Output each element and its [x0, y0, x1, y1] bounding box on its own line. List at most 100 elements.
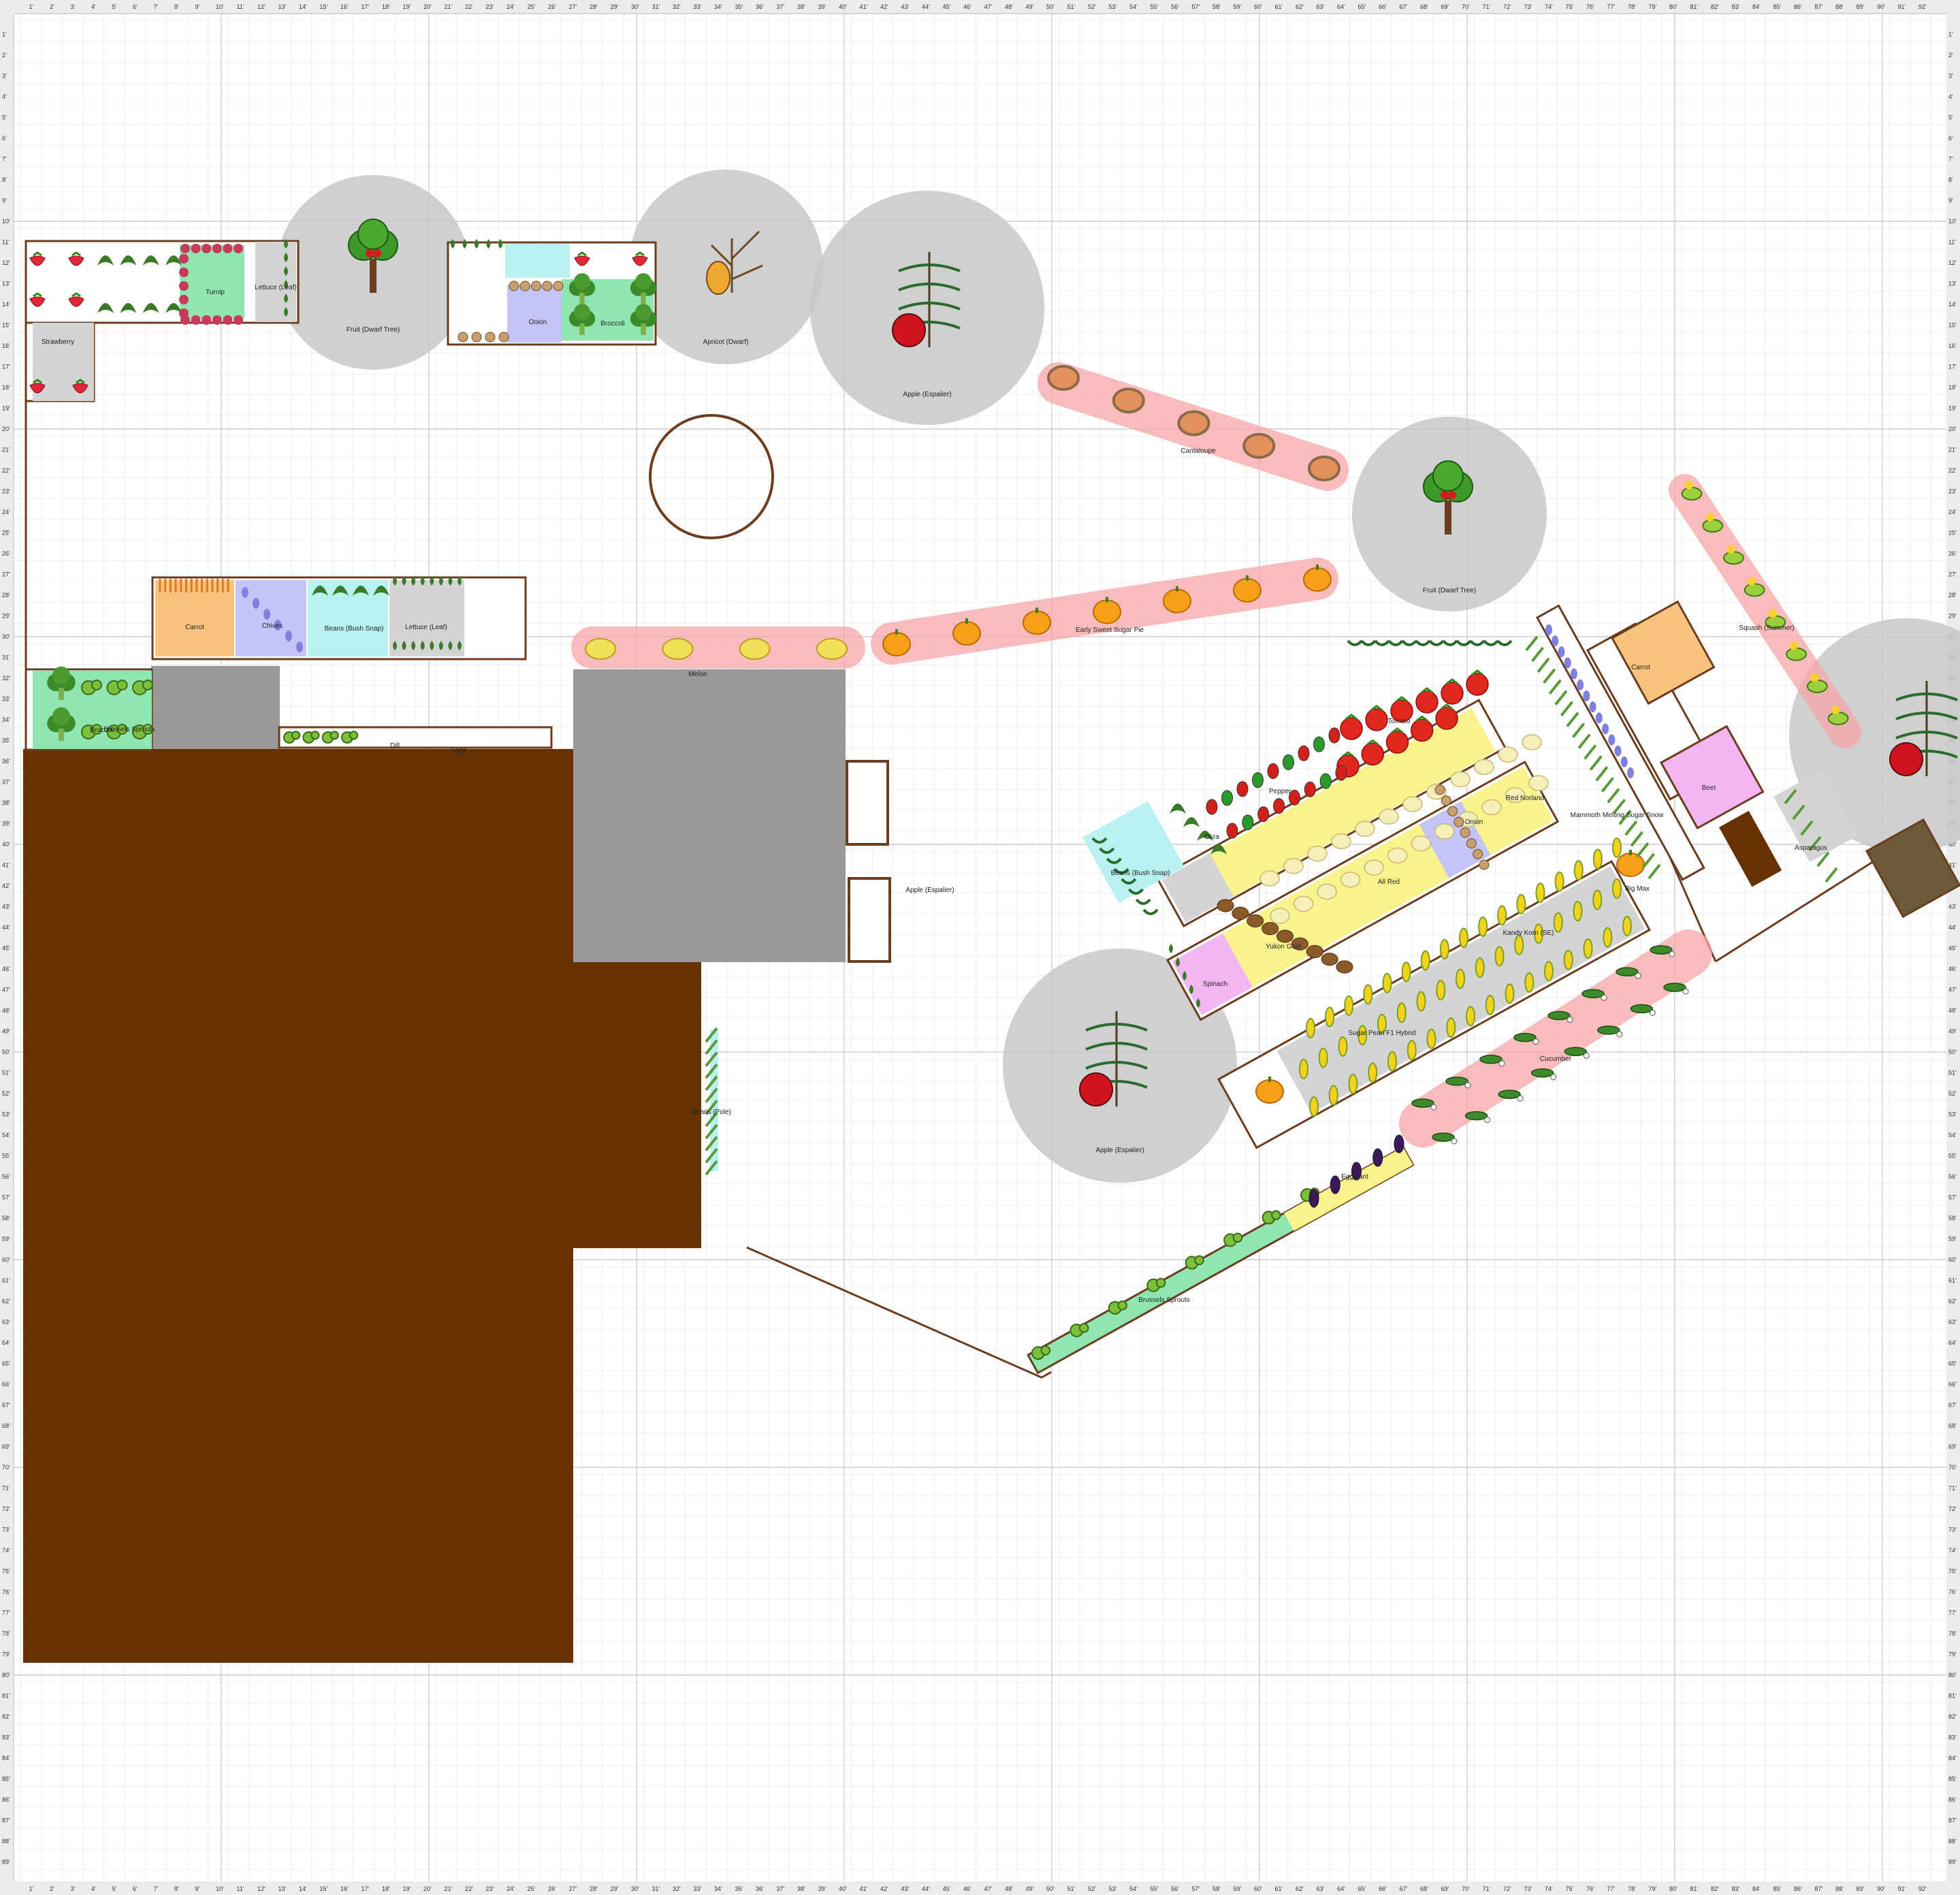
- plant-label: Mammoth Melting Sugar Snow: [1571, 812, 1665, 819]
- ruler-left-tick: 14': [2, 301, 10, 308]
- ruler-top-tick: 81': [1690, 3, 1699, 10]
- bed-carrot-se[interactable]: [1610, 600, 1716, 705]
- house-structure[interactable]: [23, 749, 701, 1663]
- apricot-tree-icon: [710, 230, 763, 293]
- pepper-icon: [1298, 745, 1310, 761]
- ruler-right-tick: 17': [1948, 364, 1957, 370]
- ruler-left-tick: 19': [2, 405, 10, 412]
- ruler-bottom-tick: 8': [174, 1885, 179, 1892]
- ruler-top-tick: 23': [486, 3, 494, 10]
- lettuce-icon: [411, 576, 416, 586]
- bed-beans-se[interactable]: [1082, 801, 1185, 904]
- ruler-top-tick: 39': [818, 3, 826, 10]
- broccoli-icon: [52, 666, 70, 684]
- bench-2[interactable]: [848, 877, 891, 963]
- tomato-icon: [1441, 682, 1464, 705]
- turnip-icon: [179, 281, 189, 291]
- ruler-left-tick: 83': [2, 1734, 10, 1741]
- pea-icon: [274, 620, 281, 631]
- tomato-calyx: [1345, 714, 1357, 720]
- ruler-left-tick: 3': [2, 73, 7, 80]
- paving-patio[interactable]: [573, 669, 846, 962]
- ruler-top-tick: 69': [1441, 3, 1449, 10]
- ruler-top-tick: 57': [1192, 3, 1200, 10]
- leaf-icon: [120, 255, 137, 266]
- bean-icon: [1469, 639, 1485, 646]
- ruler-top-tick: 76': [1586, 3, 1594, 10]
- ruler-top-tick: 80': [1669, 3, 1677, 10]
- ruler-top-tick: 20': [423, 3, 432, 10]
- ruler-bottom-tick: 6': [133, 1885, 138, 1892]
- asparagus-icon: [1543, 668, 1556, 684]
- round-planter[interactable]: [649, 414, 774, 539]
- fence-south[interactable]: [746, 1246, 1052, 1379]
- cherry-fruit: [366, 249, 374, 257]
- ruler-top-tick: 89': [1857, 3, 1865, 10]
- ruler-left-tick: 10': [2, 218, 10, 225]
- potato-icon: [1528, 775, 1549, 791]
- bed-peas-long[interactable]: [1535, 604, 1705, 881]
- ruler-left-tick: 87': [2, 1817, 10, 1824]
- ruler-bottom-tick: 38': [797, 1885, 805, 1892]
- squash-flower: [1747, 577, 1756, 586]
- bed-beet[interactable]: [1659, 724, 1765, 830]
- asparagus-icon: [1624, 820, 1638, 836]
- corn-icon: [1535, 882, 1545, 904]
- turnip-patch: [180, 245, 244, 319]
- tomato-icon: [1411, 718, 1434, 742]
- ruler-top-tick: 7': [154, 3, 159, 10]
- asparagus-icon: [705, 1087, 718, 1103]
- bed-herbs[interactable]: [278, 726, 553, 749]
- pepper-icon: [1267, 763, 1279, 779]
- eggplant-icon: [1372, 1148, 1383, 1167]
- onion-icon: [1434, 784, 1445, 795]
- bench-1[interactable]: [846, 760, 889, 846]
- corn-icon: [1299, 1059, 1308, 1079]
- ruler-top-tick: 11': [237, 3, 244, 10]
- ruler-bottom-tick: 7': [154, 1885, 159, 1892]
- potato-icon: [1474, 759, 1494, 776]
- ruler-bottom-tick: 50': [1046, 1885, 1055, 1892]
- ruler-top-tick: 73': [1524, 3, 1532, 10]
- pea-icon: [253, 598, 259, 609]
- turnip-icon: [179, 308, 189, 318]
- lettuce-icon: [1196, 998, 1200, 1008]
- plant-label: Onion: [1465, 818, 1483, 826]
- cucumber-flower: [1498, 1060, 1505, 1067]
- squash-flower: [1789, 641, 1798, 650]
- sprouts-icon: [142, 724, 153, 735]
- ruler-right-tick: 82': [1948, 1713, 1957, 1720]
- ruler-bottom-tick: 14': [299, 1885, 307, 1892]
- paving-slab-left[interactable]: [151, 666, 280, 749]
- ruler-left-tick: 27': [2, 571, 10, 578]
- ruler-right-tick: 40': [1948, 841, 1957, 848]
- ruler-bottom-tick: 42': [880, 1885, 888, 1892]
- ruler-bottom-tick: 54': [1129, 1885, 1138, 1892]
- bean-icon: [1496, 639, 1513, 646]
- ruler-left-tick: 31': [2, 654, 10, 661]
- ruler-top-tick: 79': [1649, 3, 1657, 10]
- broccoli-stem: [579, 323, 585, 335]
- ruler-bottom-tick: 74': [1545, 1885, 1553, 1892]
- cantaloupe-icon: [1112, 387, 1145, 414]
- fence-east[interactable]: [1715, 857, 1880, 963]
- ruler-left-tick: 44': [2, 924, 10, 931]
- compost-bin[interactable]: [1865, 818, 1960, 919]
- ruler-right-tick: 6': [1948, 135, 1953, 142]
- ruler-left-tick: 62': [2, 1298, 10, 1305]
- ruler-left-tick: 13': [2, 281, 10, 287]
- bed-northwest[interactable]: [25, 240, 300, 324]
- plant-label: Lettuce (Leaf): [255, 284, 297, 291]
- squash-icon: [1827, 712, 1849, 725]
- ruler-right-tick: 25': [1948, 530, 1957, 537]
- pumpkin-icon: [1163, 588, 1191, 614]
- onion-icon: [471, 332, 482, 343]
- leaf-icon: [120, 303, 137, 313]
- ruler-right-tick: 10': [1948, 218, 1957, 225]
- ruler-left-tick: 33': [2, 696, 10, 703]
- pea-icon: [1595, 712, 1603, 724]
- ruler-top-tick: 45': [943, 3, 951, 10]
- ruler-right-tick: 28': [1948, 592, 1957, 599]
- cucumber-icon: [1597, 1025, 1620, 1035]
